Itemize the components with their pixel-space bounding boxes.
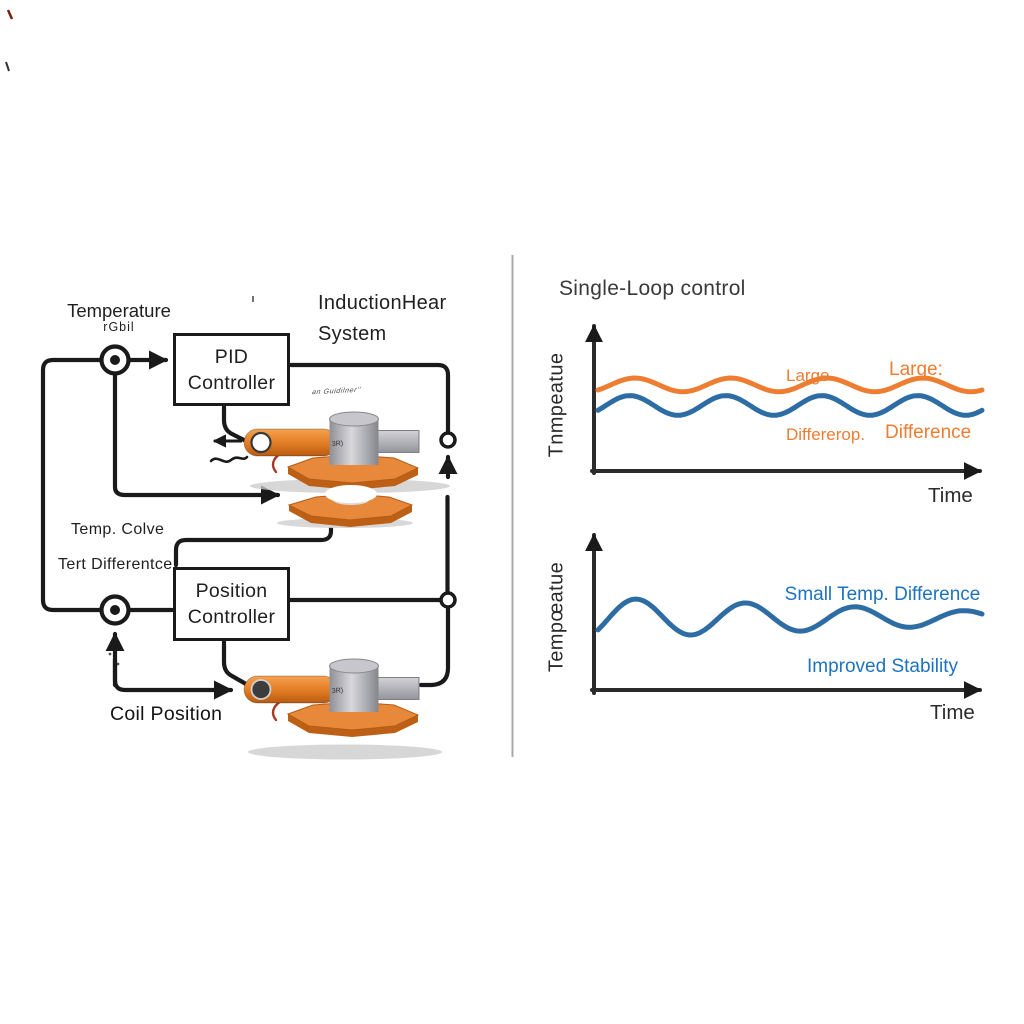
plate-top-face: [286, 701, 420, 731]
workpiece-plate: [277, 485, 414, 528]
induction-heater-lower: 3R): [243, 658, 442, 760]
curve-chart2-series1: [595, 596, 985, 638]
temp-curve-label: Temp. Colve: [71, 521, 165, 538]
summing-junction-temperature: [99, 344, 131, 376]
induction-heat-label-line2: System: [318, 323, 387, 345]
arm-pivot: [250, 679, 272, 700]
artifact-speck: [6, 9, 14, 20]
annotation-line: Large:: [889, 359, 943, 380]
small-difference-annotation: Small Temp. Difference Improved Stabilit…: [770, 535, 995, 703]
arm-pivot: [250, 431, 272, 454]
outer-feedback-wire: [40, 357, 104, 613]
coil-position-label: Coil Position: [110, 703, 223, 725]
top-chart-x-axis-label: Time: [928, 484, 973, 507]
bottom-chart-x-axis-label: Time: [930, 701, 975, 724]
sensor-rod: [377, 677, 420, 700]
notch-cutout: [325, 485, 377, 503]
plate-front-face: [288, 714, 418, 737]
top-chart-y-axis-label: Tnmpeatue: [545, 352, 568, 458]
bottom-chart-y-axis-label: Tempœatue: [545, 561, 568, 673]
squiggle-mark: [209, 455, 249, 463]
red-hook-mark-lower: [271, 699, 283, 722]
large-difference-annotation-left: Large Differerop.: [786, 327, 865, 464]
pid-controller-line2: Controller: [187, 371, 276, 394]
sensor-rod: [377, 430, 420, 453]
position-controller-line1: Position: [195, 580, 268, 602]
temperature-sub-label: rGbil: [103, 320, 135, 334]
sensor-node-upper: [439, 431, 457, 449]
position-controller-line2: Controller: [187, 606, 276, 628]
pid-output-wire: [288, 362, 451, 434]
cylinder-top: [329, 411, 379, 427]
induction-heater-upper: 3R): [243, 411, 450, 493]
plate-front-face: [289, 505, 412, 527]
plate-top-face: [286, 454, 420, 484]
cylinder-body: [329, 419, 379, 465]
chart-title: Single-Loop control: [559, 277, 746, 300]
curve-chart1-series2: [595, 393, 985, 418]
junction1-to-workpiece-arrow: [112, 372, 281, 505]
coil-position-feedback-arrow: [112, 657, 234, 700]
chart-curves: [595, 375, 985, 638]
shadow: [248, 744, 442, 760]
annotation-line: Large: [786, 366, 830, 385]
sensor-node-lower: [439, 591, 457, 609]
position-to-actuator-wire: [221, 639, 249, 687]
summing-junction-position: [99, 594, 131, 626]
cylinder-top: [329, 658, 379, 674]
annotation-line: Improved Stability: [806, 656, 958, 677]
annotation-line: Difference: [885, 422, 972, 443]
chart-axes: [585, 324, 982, 699]
temp-difference-label: Tert Differentce: [58, 556, 173, 573]
pid-controller-box: PID Controller: [173, 333, 290, 406]
pid-to-actuator-wire: [221, 404, 249, 444]
cylinder-mark-text: 3R): [332, 440, 344, 448]
artifact-dot: [116, 662, 120, 666]
workpiece-to-position-wire: [173, 517, 334, 568]
cylinder-body: [329, 666, 379, 712]
pid-controller-line1: PID: [214, 345, 249, 368]
artifact-dot: [108, 652, 112, 656]
position-controller-box: Position Controller: [173, 567, 290, 641]
right-feedback-wire-lower: [418, 606, 451, 688]
plate-front-face: [288, 467, 418, 490]
annotation-line: Small Temp. Difference: [784, 584, 981, 605]
cylinder-mark-text: 3R): [332, 687, 344, 695]
curve-chart1-series1: [595, 375, 985, 395]
wiring: [40, 350, 458, 700]
large-difference-annotation-right: Large: Difference: [885, 317, 971, 464]
temperature-label: Temperature: [67, 300, 171, 321]
artifact-speck: [5, 61, 10, 72]
annotation-line: Differerop.: [786, 424, 866, 444]
induction-heat-label-line1: InductionHear: [318, 292, 447, 314]
